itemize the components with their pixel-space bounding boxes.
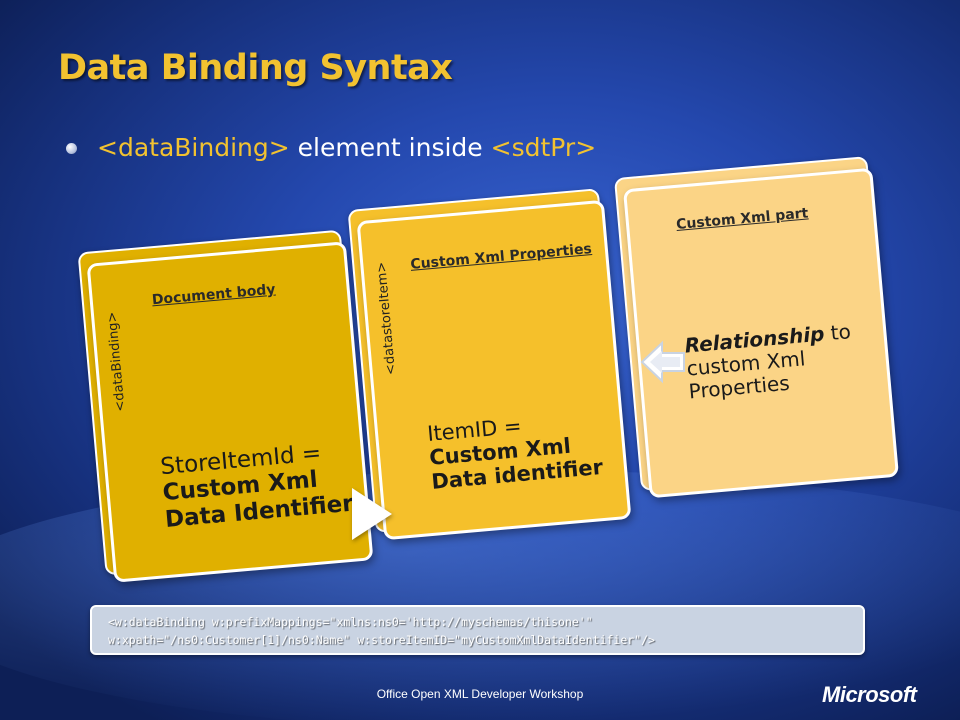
- footer-text: Office Open XML Developer Workshop: [376, 687, 584, 701]
- arrow-right-icon: [352, 488, 392, 540]
- code-line: w:xpath="/ns0:Customer[1]/ns0:Name" w:st…: [108, 633, 655, 647]
- bullet-middle: element inside: [289, 133, 491, 162]
- microsoft-logo: Microsoft: [822, 682, 917, 707]
- card-custom-xml-part: Custom Xml part Relationship to custom X…: [613, 156, 900, 499]
- card-body-text: StoreItemId = Custom Xml Data Identifier: [159, 438, 354, 533]
- code-line: <w:dataBinding w:prefixMappings="xmlns:n…: [108, 615, 593, 629]
- card-body-text: ItemID = Custom Xml Data identifier: [426, 407, 604, 494]
- card-body-text: Relationship to custom Xml Properties: [684, 319, 856, 403]
- code-snippet-box: <w:dataBinding w:prefixMappings="xmlns:n…: [90, 605, 865, 655]
- bullet-tag-databinding: <dataBinding>: [97, 133, 290, 162]
- card-document-body: <dataBinding> Document body StoreItemId …: [77, 229, 374, 583]
- slide-title: Data Binding Syntax: [58, 48, 453, 88]
- bullet-tag-sdtpr: <sdtPr>: [490, 133, 597, 162]
- bullet-dot-icon: [66, 143, 77, 154]
- bullet-text: <dataBinding> element inside <sdtPr>: [97, 133, 596, 162]
- card-custom-xml-properties: <datastoreItem> Custom Xml Properties It…: [347, 188, 632, 541]
- card-text-rest: to: [823, 319, 852, 346]
- arrow-left-icon: [640, 340, 685, 384]
